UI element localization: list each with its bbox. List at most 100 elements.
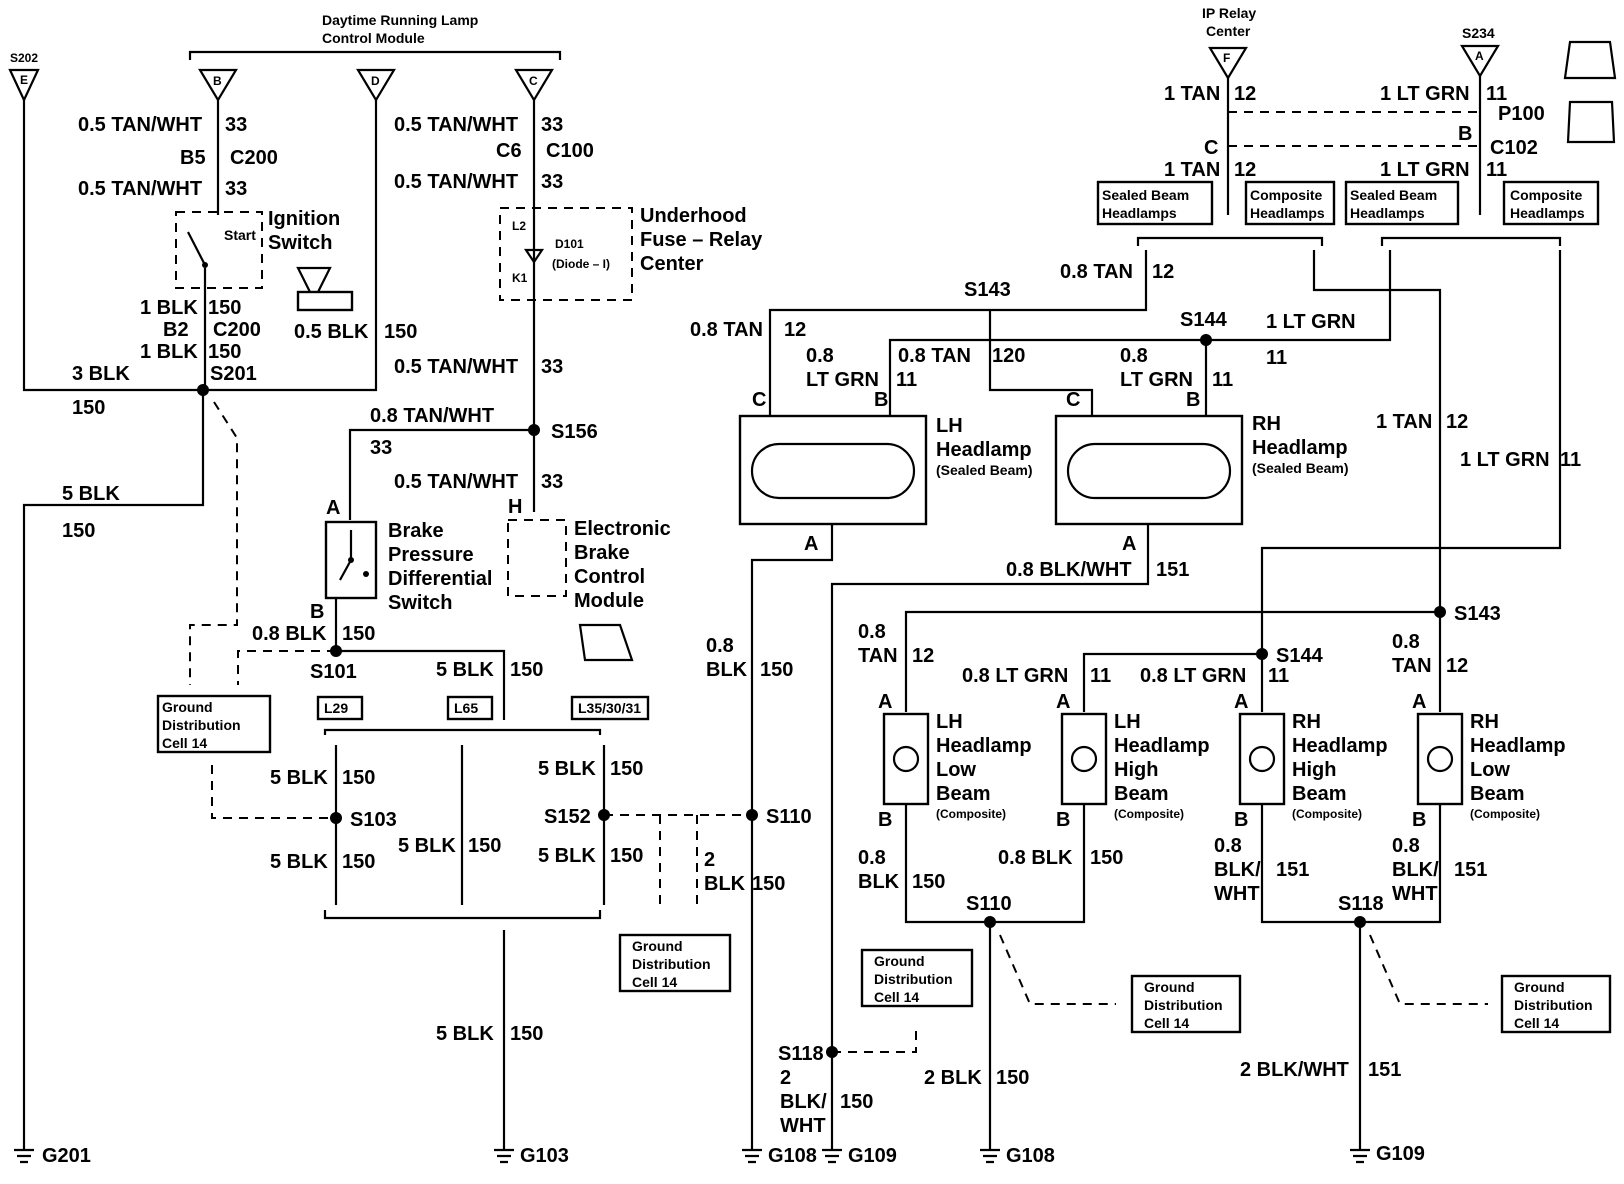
wire-blk-08-c-circuit: 150 — [1090, 847, 1123, 869]
sealed-2-l2: Headlamps — [1350, 205, 1425, 221]
wire-s152-b-circuit: 150 — [610, 845, 643, 867]
dash-ground-s103 — [211, 765, 336, 819]
wire-5blk-a: 5 BLK — [62, 483, 120, 505]
lh-high-l1: LH — [1114, 711, 1141, 733]
drl-title-2: Control Module — [322, 30, 425, 46]
ground-symbol-g201 — [14, 1148, 34, 1164]
wire-g103-circuit: 150 — [510, 1023, 543, 1045]
lh-high-l2: Headlamp — [1114, 735, 1210, 757]
wire-tan-sealed — [768, 250, 1148, 430]
lh-low-pin-a: A — [878, 691, 892, 713]
wire-lh-sealed-ground — [750, 524, 834, 1150]
wire-blk-08-b: 0.8 — [858, 847, 886, 869]
obd-icon-1 — [296, 266, 332, 303]
wire-ltgrn-1-comp-circuit: 11 — [1560, 449, 1581, 471]
lh-sealed-box — [738, 414, 928, 526]
ebcm-label-4: Module — [574, 590, 644, 612]
wire-tan-08-d-color: TAN — [858, 645, 898, 667]
rh-sealed-box — [1054, 414, 1244, 526]
brake-label-3: Differential — [388, 568, 492, 590]
wire-2blk-blk: BLK — [704, 873, 746, 895]
diode-type: (Diode – I) — [552, 257, 610, 271]
rh-low-bulb — [1426, 745, 1454, 773]
wire-blkwht-08-b-wht: WHT — [1214, 883, 1260, 905]
conn-c100: C100 — [546, 140, 594, 162]
diode-d101: D101 — [555, 237, 584, 251]
wire-s103-b-circuit: 150 — [342, 851, 375, 873]
wire-2blkwht-right: 2 BLK/WHT — [1240, 1059, 1349, 1081]
wire-a-1-circuit: 11 — [1486, 83, 1507, 105]
rh-high-pin-a: A — [1234, 691, 1248, 713]
wire-tan-08-e-color: TAN — [1392, 655, 1432, 677]
ground-cell-box-5 — [1500, 974, 1612, 1034]
wire-ltgrn-08-c-circuit: 11 — [1090, 665, 1111, 687]
pin-e — [8, 68, 40, 103]
wire-s101-5blk: 5 BLK — [436, 659, 494, 681]
brake-pin-a: A — [326, 497, 340, 519]
esd-icon-2 — [1566, 100, 1616, 144]
rh-low-l4: Beam — [1470, 783, 1524, 805]
ground-cell-2-l3: Cell 14 — [632, 974, 677, 990]
ground-cell-1-l2: Distribution — [162, 717, 241, 733]
wire-s143-lh-low — [904, 610, 1440, 712]
wire-ltgrn-08-d: 0.8 LT GRN — [1140, 665, 1246, 687]
conn-b2: B2 — [163, 319, 189, 341]
ground-cell-5-l3: Cell 14 — [1514, 1015, 1559, 1031]
lh-low-pin-b: B — [878, 809, 892, 831]
lh-sealed-l3: (Sealed Beam) — [936, 462, 1032, 478]
wire-ign-2-circuit: 150 — [208, 341, 241, 363]
ground-symbol-g108-b — [980, 1148, 1000, 1164]
lh-sealed-l2: Headlamp — [936, 439, 1032, 461]
wire-ltgrn-08-c: 0.8 LT GRN — [962, 665, 1068, 687]
ground-g201: G201 — [42, 1145, 91, 1167]
lh-high-pin-b: B — [1056, 809, 1070, 831]
ebcm-label-3: Control — [574, 566, 645, 588]
rh-low-box — [1416, 712, 1464, 806]
wire-s201-g201 — [22, 390, 205, 1150]
wire-l65-label: 5 BLK — [398, 835, 456, 857]
rh-sealed-l1: RH — [1252, 413, 1281, 435]
lh-low-l3: Low — [936, 759, 976, 781]
wire-blk-08-a-circuit: 150 — [760, 659, 793, 681]
ground-symbol-g103 — [494, 1148, 514, 1164]
wire-blk-08-c: 0.8 BLK — [998, 847, 1073, 869]
lh-low-l4: Beam — [936, 783, 990, 805]
pin-k1: K1 — [512, 271, 528, 285]
ebcm-box — [507, 519, 567, 597]
conn-c200-a: C200 — [230, 147, 278, 169]
ground-g109-a: G109 — [848, 1145, 897, 1167]
pin-b-label: B — [213, 74, 222, 88]
pin-l2: L2 — [512, 219, 526, 233]
wire-blkwht-08-b: 0.8 — [1214, 835, 1242, 857]
wire-ltgrn-08-d-circuit: 11 — [1268, 665, 1289, 687]
splice-s156: S156 — [551, 421, 598, 443]
wire-rh-sealed-ground — [830, 524, 1150, 1150]
conn-b5: B5 — [180, 147, 206, 169]
ground-cell-box-4 — [1130, 974, 1242, 1034]
ground-cell-2-l1: Ground — [632, 938, 683, 954]
splice-s101: S101 — [310, 661, 357, 683]
obd-icon-2 — [1563, 40, 1617, 80]
wire-s152-b: 5 BLK — [538, 845, 596, 867]
wire-f-2-circuit: 12 — [1234, 159, 1256, 181]
sealed-1-l2: Headlamps — [1102, 205, 1177, 221]
wire-b-1-circuit: 33 — [225, 114, 247, 136]
rh-low-l3: Low — [1470, 759, 1510, 781]
ground-cell-3-l1: Ground — [874, 953, 925, 969]
lh-high-l4: Beam — [1114, 783, 1168, 805]
pin-b-c102: B — [1458, 123, 1472, 145]
ground-cell-box-1 — [156, 694, 272, 754]
wire-2blk: 2 BLK — [924, 1067, 982, 1089]
obd-badge-1 — [296, 290, 354, 312]
esd-icon-1 — [578, 623, 634, 662]
wire-tan-08-e: 0.8 — [1392, 631, 1420, 653]
wire-s103-b: 5 BLK — [270, 851, 328, 873]
wire-brake-circuit: 150 — [342, 623, 375, 645]
wire-rh-comp-ground — [1260, 804, 1442, 924]
wire-tan-08-c-circuit: 120 — [992, 345, 1025, 367]
lh-low-box — [882, 712, 930, 806]
lh-high-bulb — [1070, 745, 1098, 773]
wire-blkwht-08-c-circuit: 151 — [1454, 859, 1487, 881]
wire-s201-3blk: 3 BLK — [72, 363, 130, 385]
